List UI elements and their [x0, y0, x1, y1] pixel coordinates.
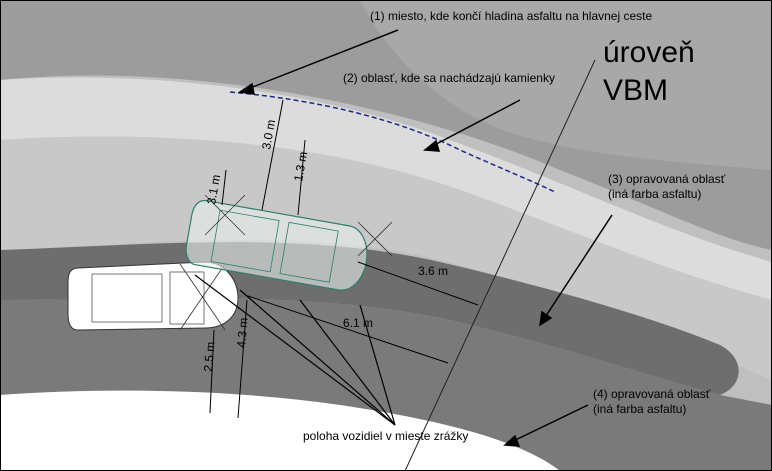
dimension-lines	[209, 99, 479, 419]
label-4a: (4) opravovaná oblasť	[593, 387, 711, 401]
label-3a: (3) opravovaná oblasť	[608, 172, 726, 186]
dim-6-1: 6.1 m	[343, 316, 373, 330]
label-3b: (iná farba asfaltu)	[608, 187, 701, 201]
road-light-band	[0, 77, 772, 300]
impact-mark-1	[357, 221, 393, 257]
top-right-area	[0, 0, 772, 170]
vbm-label-1: úroveň	[603, 36, 695, 69]
outer-area	[0, 390, 560, 471]
dim-3-0: 3.0 m	[259, 119, 278, 151]
asphalt-edge-line	[229, 91, 556, 193]
vehicle-2	[185, 199, 368, 291]
vehicle-position-label: poloha vozidiel v mieste zrážky	[303, 429, 468, 443]
dim-3-6: 3.6 m	[418, 264, 448, 278]
vehicle-arrows	[194, 274, 396, 426]
label-1: (1) miesto, kde končí hladina asfaltu na…	[370, 9, 652, 23]
label-2: (2) oblasť, kde sa nachádzajú kamienky	[343, 71, 555, 85]
dim-1-3: 1.3 m	[291, 151, 310, 183]
dim-2-5: 2.5 m	[201, 341, 218, 372]
dim-4-3: 4.3 m	[234, 317, 251, 348]
repair-area-4	[0, 298, 772, 471]
label-arrows	[237, 29, 613, 447]
vbm-line	[404, 59, 596, 471]
vbm-label-2: VBM	[603, 74, 668, 107]
impact-mark-2	[204, 194, 246, 236]
vehicle-1	[67, 261, 239, 331]
dim-3-1: 3.1 m	[204, 174, 223, 206]
road-mid-band	[0, 136, 772, 380]
label-4b: (iná farba asfaltu)	[593, 402, 686, 416]
